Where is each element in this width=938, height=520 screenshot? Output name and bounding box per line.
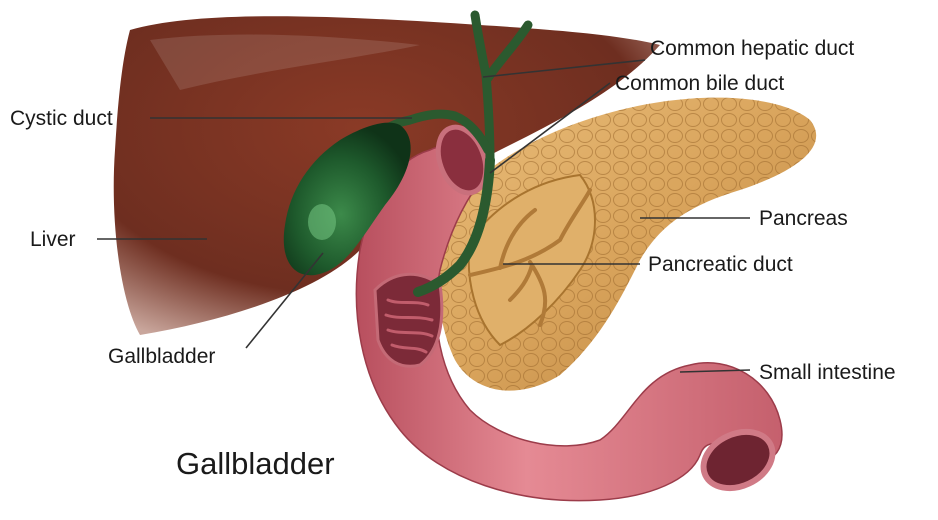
label-liver: Liver bbox=[30, 228, 76, 252]
label-pancreatic-duct: Pancreatic duct bbox=[648, 253, 793, 277]
label-cystic-duct: Cystic duct bbox=[10, 107, 113, 131]
diagram-title: Gallbladder bbox=[176, 446, 335, 482]
label-common-hepatic-duct: Common hepatic duct bbox=[650, 37, 854, 61]
gallbladder-highlight bbox=[308, 204, 336, 240]
label-pancreas: Pancreas bbox=[759, 207, 848, 231]
label-common-bile-duct: Common bile duct bbox=[615, 72, 784, 96]
label-small-intestine: Small intestine bbox=[759, 361, 896, 385]
label-gallbladder: Gallbladder bbox=[108, 345, 215, 369]
